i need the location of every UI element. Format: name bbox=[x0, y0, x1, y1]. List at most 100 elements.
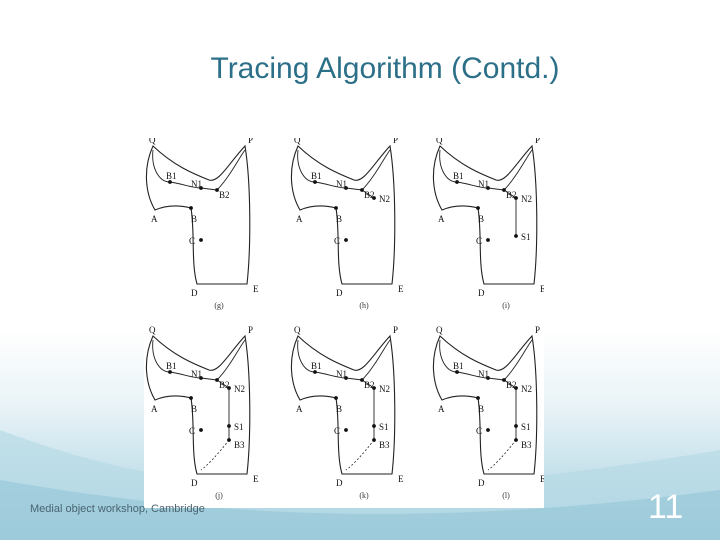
point-label-b: B bbox=[478, 214, 484, 224]
point-b bbox=[334, 396, 338, 400]
point-label-n2: N2 bbox=[521, 194, 532, 204]
point-label-q: Q bbox=[149, 138, 156, 145]
point-label-a: A bbox=[151, 404, 158, 414]
trace-curve bbox=[503, 339, 533, 381]
point-b2 bbox=[360, 188, 364, 192]
point-label-b3: B3 bbox=[234, 440, 245, 450]
point-label-e: E bbox=[540, 284, 544, 294]
point-b bbox=[189, 396, 193, 400]
point-label-b1: B1 bbox=[166, 171, 177, 181]
point-label-b3: B3 bbox=[379, 440, 390, 450]
point-label-c: C bbox=[334, 236, 340, 246]
point-label-b2: B2 bbox=[506, 190, 517, 200]
trace-end bbox=[345, 439, 375, 471]
panel-caption: (j) bbox=[215, 491, 223, 500]
background-wave bbox=[0, 430, 720, 540]
point-label-n1: N1 bbox=[191, 179, 202, 189]
shape-outline bbox=[432, 144, 538, 285]
trace-end bbox=[200, 439, 230, 471]
point-s1 bbox=[227, 424, 231, 428]
point-label-q: Q bbox=[436, 325, 443, 335]
point-label-b1: B1 bbox=[311, 171, 322, 181]
trace-end bbox=[487, 439, 517, 471]
point-b3 bbox=[372, 438, 376, 442]
point-b2 bbox=[502, 188, 506, 192]
point-c bbox=[486, 428, 490, 432]
point-label-c: C bbox=[189, 236, 195, 246]
point-label-s1: S1 bbox=[521, 232, 531, 242]
point-b1 bbox=[313, 370, 317, 374]
point-n2 bbox=[372, 196, 376, 200]
point-label-q: Q bbox=[294, 138, 301, 145]
trace-branch bbox=[503, 189, 517, 199]
point-label-s1: S1 bbox=[234, 422, 244, 432]
point-b3 bbox=[227, 438, 231, 442]
slide-number: 11 bbox=[648, 488, 684, 526]
point-b3 bbox=[514, 438, 518, 442]
point-label-n1: N1 bbox=[478, 369, 489, 379]
point-n1 bbox=[344, 186, 348, 190]
point-c bbox=[486, 238, 490, 242]
trace-curve bbox=[152, 339, 171, 373]
point-label-b: B bbox=[336, 214, 342, 224]
point-n2 bbox=[372, 386, 376, 390]
point-label-b: B bbox=[336, 404, 342, 414]
point-label-q: Q bbox=[436, 138, 443, 145]
point-n1 bbox=[486, 376, 490, 380]
point-label-q: Q bbox=[294, 325, 301, 335]
point-label-n1: N1 bbox=[336, 179, 347, 189]
trace-curve bbox=[216, 339, 246, 381]
point-n1 bbox=[344, 376, 348, 380]
slide-footer: Medial object workshop, Cambridge bbox=[30, 503, 205, 515]
point-label-b2: B2 bbox=[506, 380, 517, 390]
point-c bbox=[344, 238, 348, 242]
point-b bbox=[476, 396, 480, 400]
point-label-n2: N2 bbox=[521, 384, 532, 394]
point-n1 bbox=[486, 186, 490, 190]
point-c bbox=[344, 428, 348, 432]
point-label-c: C bbox=[334, 426, 340, 436]
point-label-a: A bbox=[438, 404, 445, 414]
point-label-d: D bbox=[191, 288, 198, 298]
point-label-q: Q bbox=[149, 325, 156, 335]
point-label-e: E bbox=[253, 474, 259, 484]
point-b1 bbox=[168, 370, 172, 374]
point-label-n1: N1 bbox=[336, 369, 347, 379]
point-label-e: E bbox=[398, 284, 404, 294]
trace-curve bbox=[361, 149, 391, 191]
point-label-d: D bbox=[336, 478, 343, 488]
trace-curve bbox=[439, 339, 458, 373]
trace-branch bbox=[503, 379, 517, 389]
trace-curve bbox=[297, 149, 316, 183]
point-label-b2: B2 bbox=[364, 380, 375, 390]
point-label-c: C bbox=[189, 426, 195, 436]
point-label-e: E bbox=[398, 474, 404, 484]
point-label-b1: B1 bbox=[453, 361, 464, 371]
shape-outline bbox=[290, 144, 396, 285]
point-label-a: A bbox=[438, 214, 445, 224]
trace-branch bbox=[361, 189, 375, 199]
point-label-b2: B2 bbox=[219, 190, 230, 200]
shape-outline bbox=[290, 334, 396, 475]
point-c bbox=[199, 238, 203, 242]
trace-curve bbox=[361, 339, 391, 381]
point-label-d: D bbox=[191, 478, 198, 488]
trace-curve bbox=[503, 149, 533, 191]
point-label-a: A bbox=[151, 214, 158, 224]
point-b1 bbox=[168, 180, 172, 184]
point-label-d: D bbox=[478, 478, 485, 488]
trace-branch bbox=[361, 379, 375, 389]
point-label-b3: B3 bbox=[521, 440, 532, 450]
slide-title: Tracing Algorithm (Contd.) bbox=[210, 52, 560, 85]
point-b1 bbox=[313, 180, 317, 184]
point-label-p: P bbox=[248, 325, 253, 335]
point-b bbox=[189, 206, 193, 210]
point-s1 bbox=[514, 424, 518, 428]
point-label-b: B bbox=[191, 404, 197, 414]
point-label-d: D bbox=[478, 288, 485, 298]
